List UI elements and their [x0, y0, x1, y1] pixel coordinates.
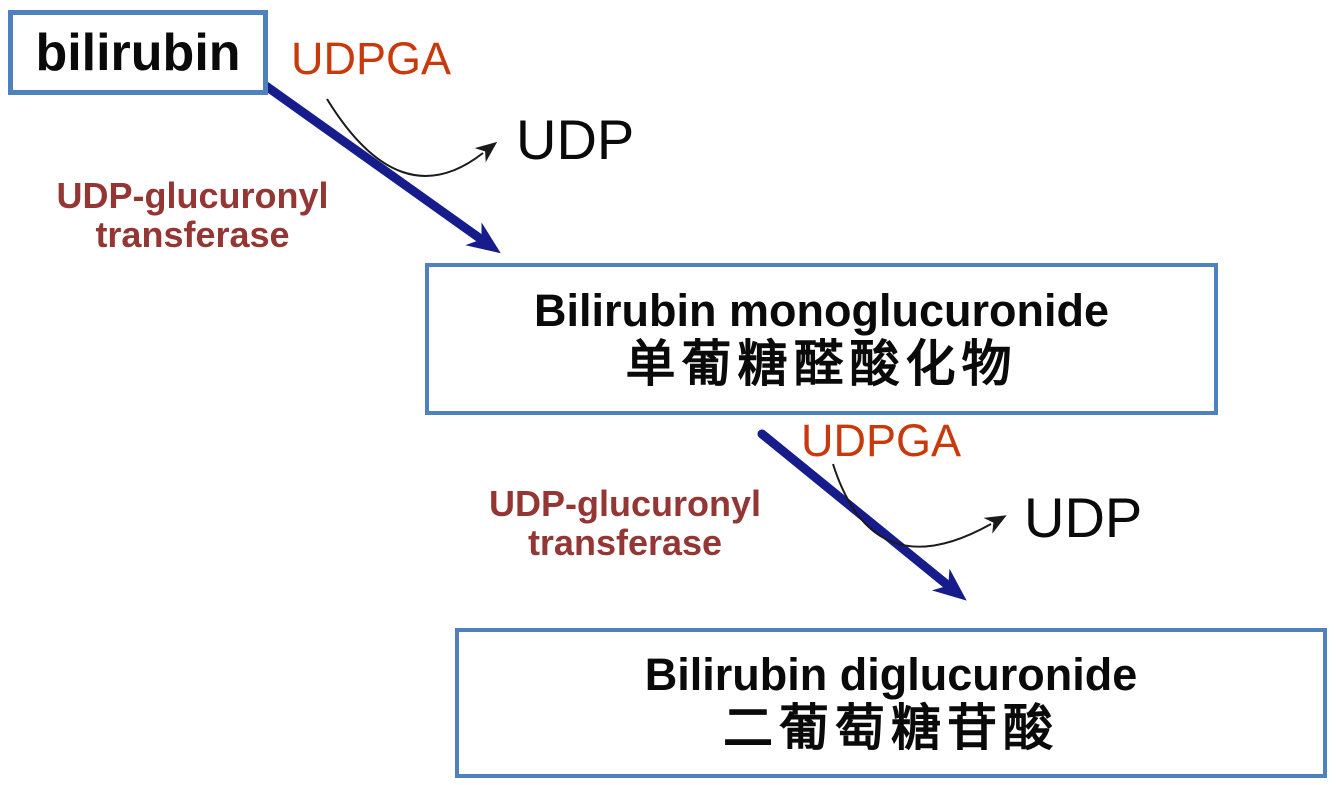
bilirubin-box: bilirubin: [8, 10, 268, 95]
udp-label-1: UDP: [516, 108, 635, 171]
diglucuronide-label-zh: 二葡萄糖苷酸: [723, 698, 1059, 757]
enzyme-label-1-line1: UDP-glucuronyl: [56, 175, 329, 216]
enzyme-label-1-line2: transferase: [95, 213, 290, 255]
enzyme-label-2-line1: UDP-glucuronyl: [488, 483, 761, 524]
monoglucuronide-label-en: Bilirubin monoglucuronide: [534, 284, 1109, 336]
diglucuronide-box: Bilirubin diglucuronide 二葡萄糖苷酸: [455, 628, 1327, 778]
cofactor-curve-arrow-2: [832, 463, 1007, 548]
diglucuronide-label-en: Bilirubin diglucuronide: [644, 648, 1138, 700]
bilirubin-label: bilirubin: [35, 23, 241, 82]
cofactor-curve-arrow-1: [326, 98, 498, 177]
enzyme-label-1: UDP-glucuronyl transferase: [25, 175, 360, 255]
enzyme-label-2: UDP-glucuronyl transferase: [465, 483, 785, 563]
udp-label-2: UDP: [1024, 486, 1143, 549]
monoglucuronide-box: Bilirubin monoglucuronide 单葡糖醛酸化物: [425, 263, 1218, 415]
monoglucuronide-label-zh: 单葡糖醛酸化物: [625, 334, 1018, 393]
enzyme-label-2-line2: transferase: [527, 521, 723, 563]
udpga-label-2: UDPGA: [801, 415, 962, 466]
udpga-label-1: UDPGA: [291, 33, 452, 84]
